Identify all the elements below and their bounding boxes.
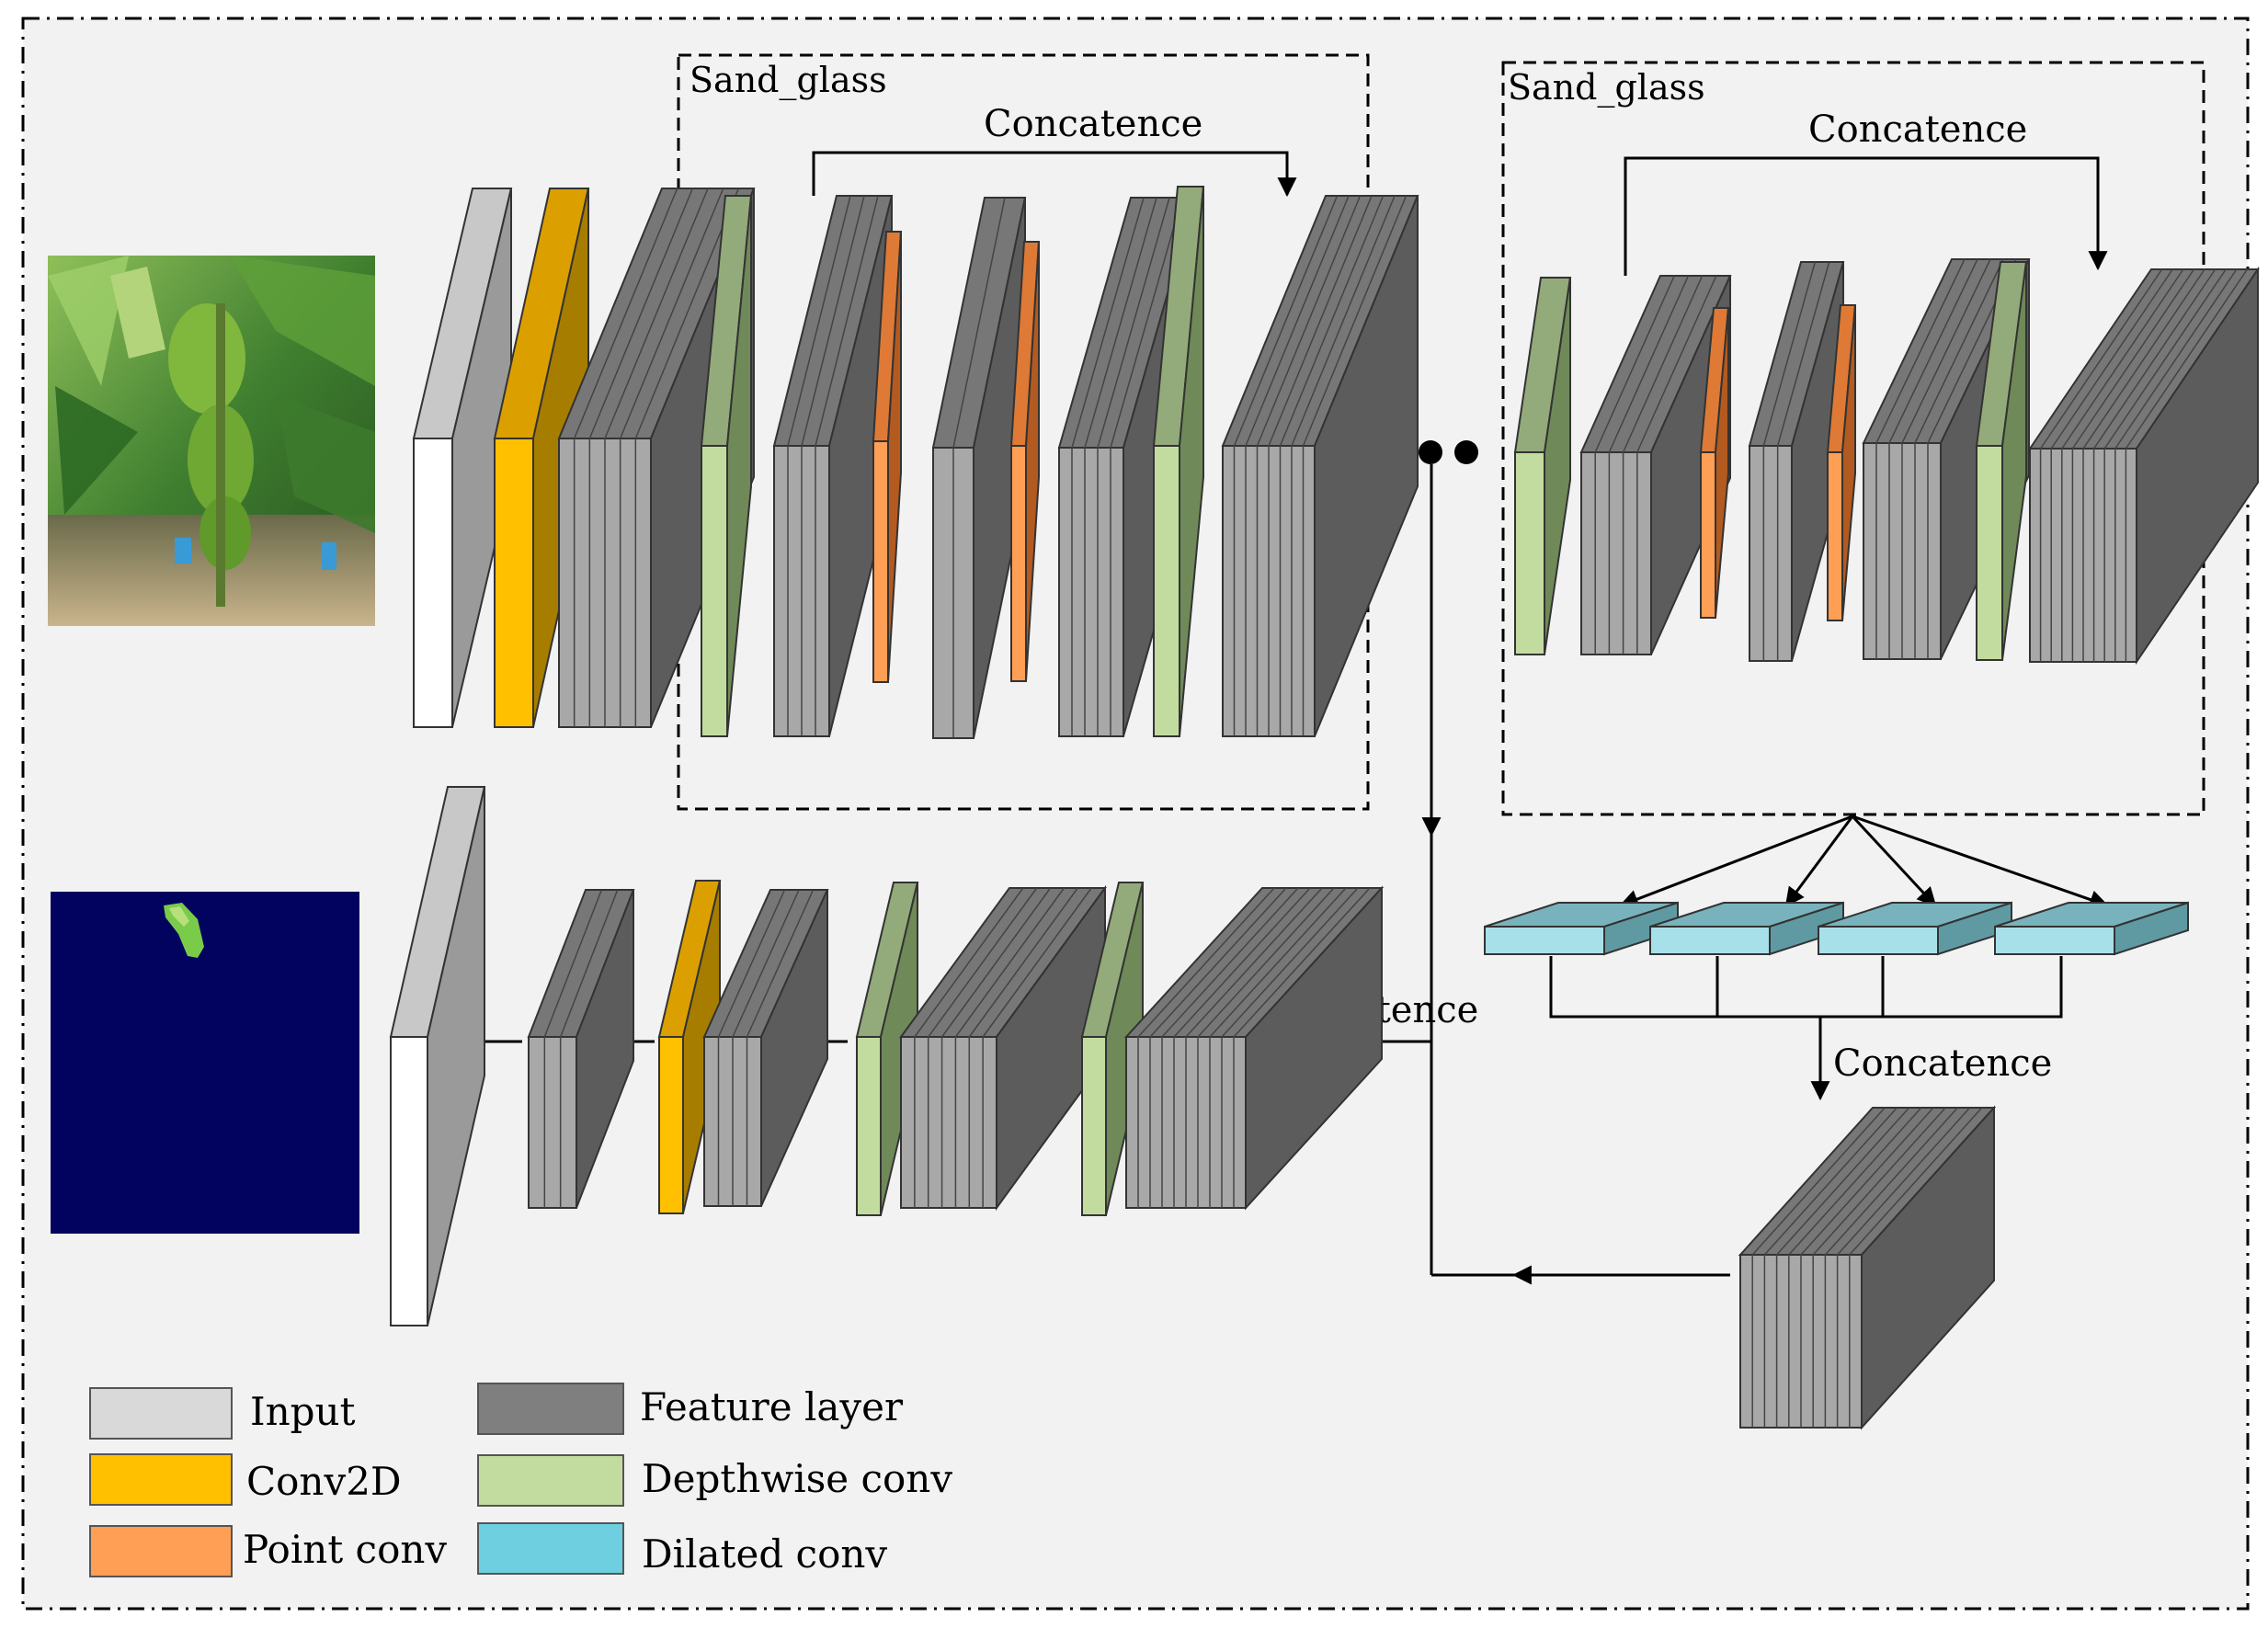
legend-swatch-depthwise-conv bbox=[477, 1454, 624, 1507]
fanout-arrow bbox=[1619, 814, 1853, 909]
depthwise-conv-layer bbox=[700, 195, 753, 737]
depthwise-conv-layer bbox=[1513, 277, 1572, 655]
feature-layer bbox=[772, 195, 894, 737]
legend-label-point-conv: Point conv bbox=[243, 1527, 447, 1572]
aspp-concat-bracket bbox=[1549, 956, 2063, 1019]
dilated-conv-layer bbox=[1484, 901, 1679, 956]
sandglass-1-title: Sand_glass bbox=[690, 60, 887, 101]
sandglass-2-title: Sand_glass bbox=[1508, 67, 1705, 108]
feature-layer bbox=[527, 889, 635, 1209]
feature-layer bbox=[1748, 261, 1845, 662]
point-conv-layer bbox=[1699, 307, 1730, 619]
feature-layer bbox=[899, 884, 1107, 1212]
legend-swatch-input bbox=[89, 1387, 233, 1440]
fanout-arrow bbox=[1784, 815, 1854, 907]
output-mask bbox=[51, 892, 359, 1234]
point-conv-layer bbox=[1826, 304, 1857, 621]
sandglass-2-concat-label: Concatence bbox=[1808, 108, 2027, 151]
point-conv-layer bbox=[1009, 241, 1041, 682]
legend-label-depthwise-conv: Depthwise conv bbox=[642, 1456, 952, 1501]
legend-swatch-point-conv bbox=[89, 1525, 233, 1577]
feature-layer bbox=[1221, 195, 1419, 737]
feature-layer bbox=[931, 197, 1027, 739]
depthwise-conv-layer bbox=[1975, 261, 2028, 661]
sandglass-1-concat-connector bbox=[812, 151, 1297, 198]
input-layer bbox=[389, 786, 486, 1326]
depthwise-conv-layer bbox=[1080, 882, 1145, 1216]
fanout-arrow bbox=[1851, 814, 1937, 907]
input-photo bbox=[48, 256, 375, 626]
feature-layer bbox=[702, 889, 829, 1207]
legend-label-input: Input bbox=[250, 1389, 356, 1434]
aspp-concat-label: Concatence bbox=[1833, 1042, 2052, 1085]
feature-layer bbox=[2028, 266, 2260, 666]
feature-layer bbox=[1123, 885, 1385, 1211]
sandglass-1-concat-label: Concatence bbox=[984, 103, 1202, 145]
fanout-arrow bbox=[1852, 814, 2109, 909]
depthwise-conv-layer bbox=[1152, 186, 1205, 737]
legend-swatch-feature-layer bbox=[477, 1383, 624, 1435]
point-conv-layer bbox=[872, 231, 903, 683]
dilated-conv-layer bbox=[1994, 901, 2189, 956]
sandglass-2-concat-connector bbox=[1624, 156, 2108, 276]
ellipsis-dot bbox=[1454, 440, 1478, 464]
legend-swatch-conv2d bbox=[89, 1453, 233, 1506]
legend-label-conv2d: Conv2D bbox=[246, 1459, 402, 1504]
input-layer bbox=[412, 188, 513, 728]
legend-swatch-dilated-conv bbox=[477, 1522, 624, 1575]
legend-label-feature-layer: Feature layer bbox=[640, 1384, 904, 1429]
feature-layer bbox=[1738, 1105, 1997, 1430]
legend-label-dilated-conv: Dilated conv bbox=[642, 1531, 887, 1577]
ellipsis-dot bbox=[1419, 440, 1442, 464]
